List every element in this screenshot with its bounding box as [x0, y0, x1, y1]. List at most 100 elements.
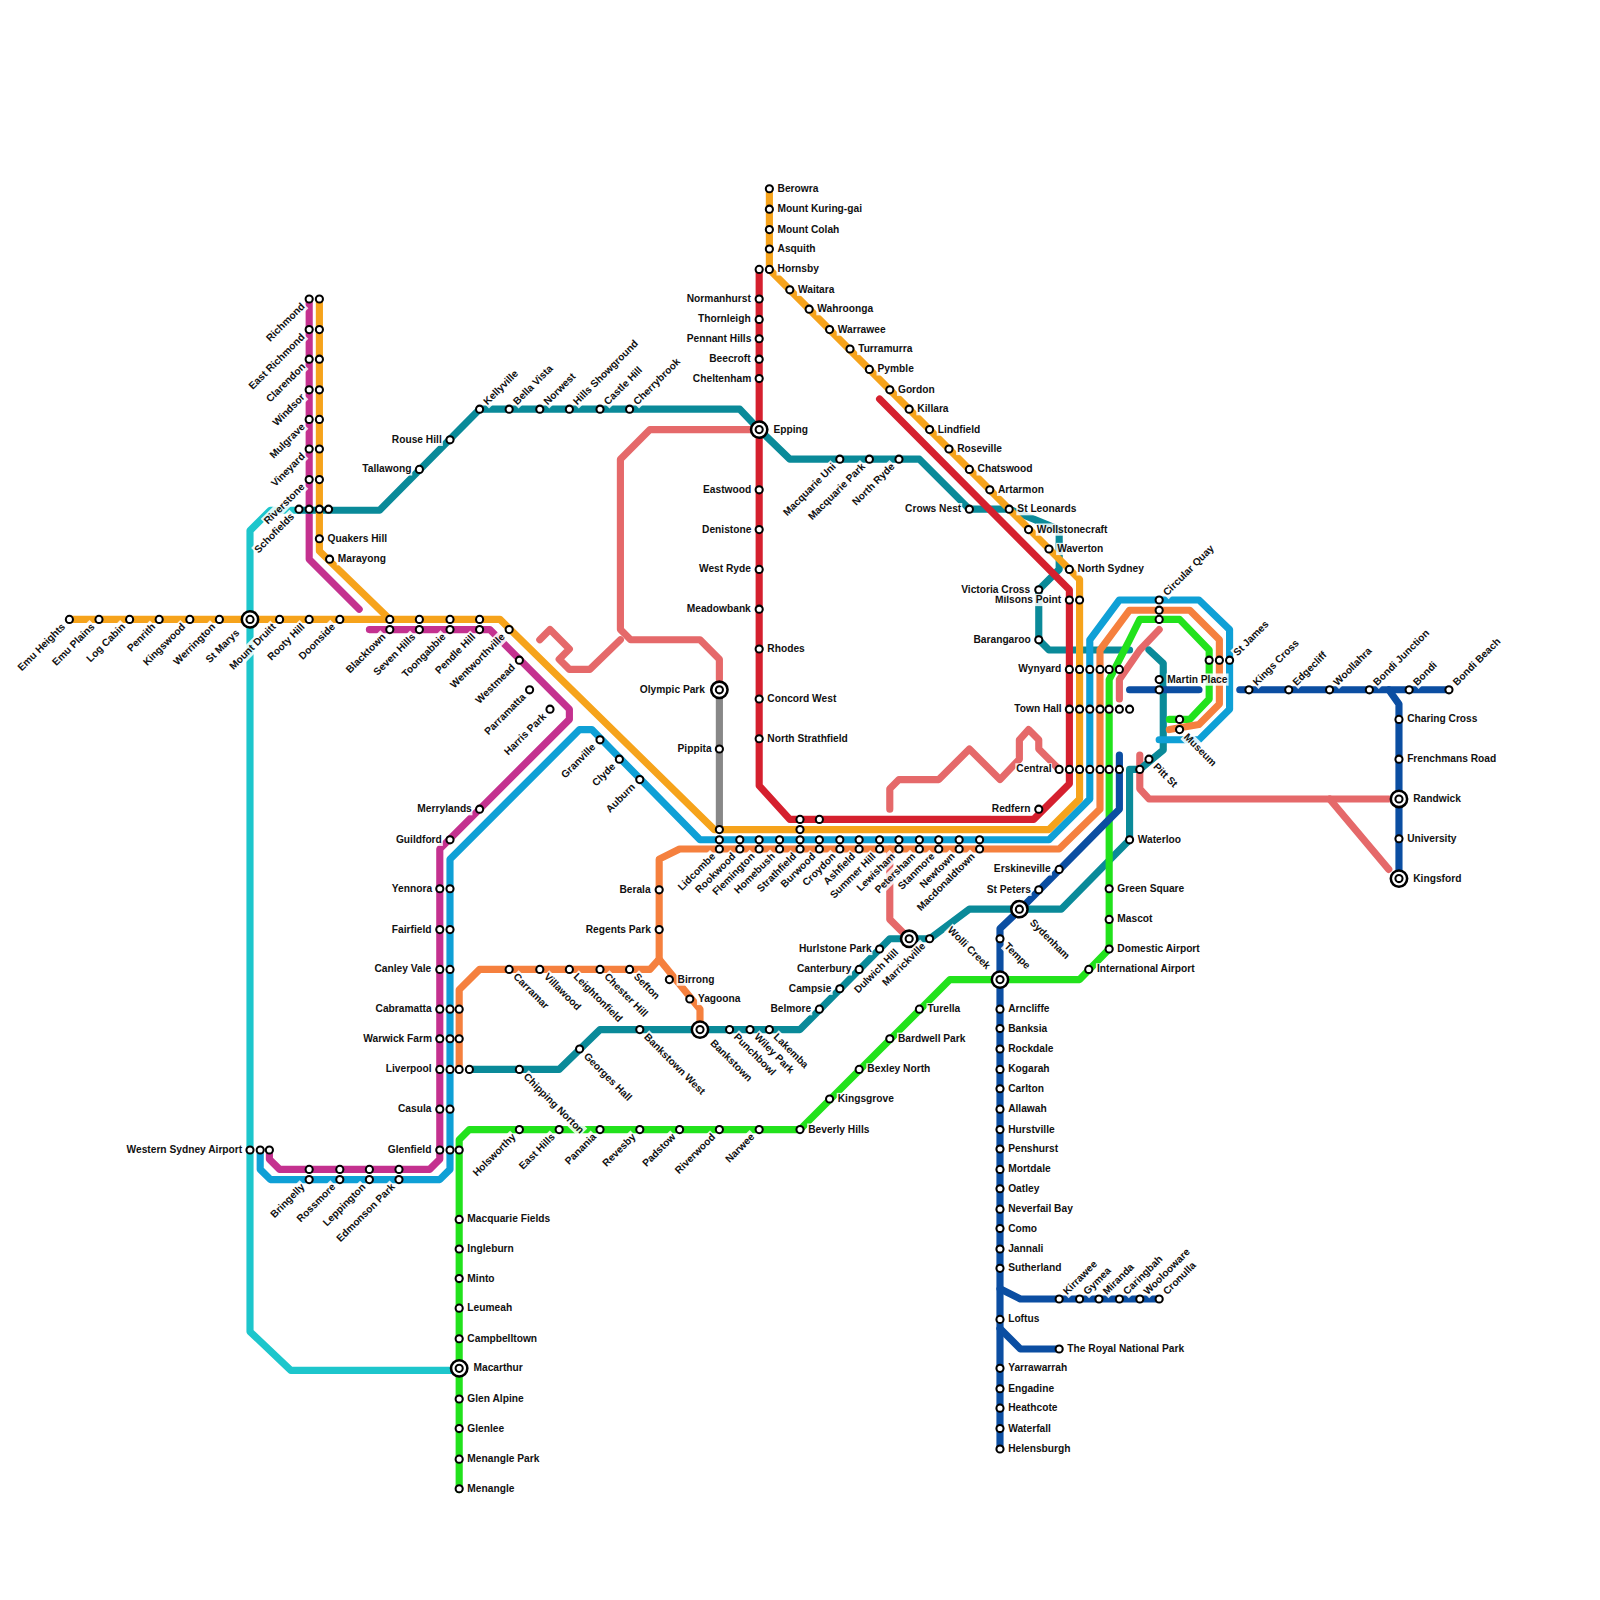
station-label: Thornleigh [697, 313, 752, 325]
station-label: Epping [772, 423, 809, 435]
station-dot [306, 386, 313, 393]
station-label: Roseville [956, 443, 1003, 455]
station-label: Hornsby [777, 263, 820, 275]
station-dot [716, 1126, 723, 1133]
interchange-dot [906, 935, 913, 942]
station-dot [766, 266, 773, 273]
station-dot [1066, 766, 1073, 773]
station-dot [1056, 766, 1063, 773]
station-dot [1096, 766, 1103, 773]
station-dot [1395, 756, 1402, 763]
station-dot [996, 1106, 1003, 1113]
station-label: Normanhurst [686, 293, 752, 305]
station-dot [676, 1126, 683, 1133]
station-dot [996, 1265, 1003, 1272]
station-dot [726, 1026, 733, 1033]
station-label: Quakers Hill [327, 533, 389, 545]
cyan-line [250, 510, 459, 1370]
station-dot [716, 845, 723, 852]
station-dot [1116, 706, 1123, 713]
station-dot [906, 406, 913, 413]
station-dot [436, 926, 443, 933]
station-dot [956, 836, 963, 843]
station-dot [516, 1126, 523, 1133]
station-label: Loftus [1007, 1313, 1040, 1325]
station-label: Chatswood [977, 463, 1034, 475]
station-dot [1156, 596, 1163, 603]
station-dot [996, 1365, 1003, 1372]
station-dot [476, 806, 483, 813]
station-label: Narwee [722, 1130, 758, 1166]
station-dot [966, 506, 973, 513]
station-dot [1245, 686, 1252, 693]
station-label: Pymble [877, 363, 915, 375]
station-dot [636, 1026, 643, 1033]
station-label: Waitara [797, 284, 836, 296]
station-label: Yarrawarrah [1007, 1362, 1068, 1374]
station-dot [436, 885, 443, 892]
interchange-dot [992, 971, 1008, 987]
station-label: Waterfall [1007, 1422, 1052, 1434]
interchange-dot [1011, 901, 1027, 917]
station-label: Banksia [1007, 1022, 1048, 1034]
dark-blue-line [1000, 690, 1449, 1449]
station-dot [756, 645, 763, 652]
station-dot [716, 826, 723, 833]
station-dot [796, 1126, 803, 1133]
interchange-dot [456, 1365, 463, 1372]
station-dot [336, 616, 343, 623]
station-dot [1126, 836, 1133, 843]
station-label: Turramurra [857, 343, 913, 355]
station-label: St Peters [986, 884, 1032, 896]
station-dot [1156, 616, 1163, 623]
interchange-dot [1395, 795, 1402, 802]
station-label: Heathcote [1007, 1402, 1058, 1414]
station-dot [1395, 716, 1402, 723]
station-dot [766, 185, 773, 192]
station-dot [876, 945, 883, 952]
station-label: Canley Vale [373, 963, 432, 975]
station-dot [756, 695, 763, 702]
station-label: Bexley North [866, 1063, 931, 1075]
interchange-dot [751, 421, 767, 437]
station-label: Berowra [777, 183, 820, 195]
station-dot [1096, 706, 1103, 713]
station-dot [796, 826, 803, 833]
station-dot [306, 476, 313, 483]
station-dot [1085, 966, 1092, 973]
station-dot [756, 486, 763, 493]
station-dot [446, 966, 453, 973]
station-dot [456, 1425, 463, 1432]
station-dot [856, 966, 863, 973]
interchange-dot [242, 611, 258, 627]
station-dot [886, 386, 893, 393]
station-label: Leumeah [466, 1302, 513, 1314]
station-dot [1156, 686, 1163, 693]
station-dot [1126, 706, 1133, 713]
station-label: Mount Colah [777, 223, 841, 235]
station-dot [316, 476, 323, 483]
station-dot [596, 966, 603, 973]
station-dot [366, 1176, 373, 1183]
station-label: Wolli Creek [944, 923, 993, 972]
station-label: Mount Kuring-gai [777, 203, 863, 215]
station-label: Bardwell Park [897, 1033, 967, 1045]
station-label: Denistone [701, 523, 752, 535]
station-dot [456, 1395, 463, 1402]
station-label: St James [1230, 618, 1272, 660]
station-label: Kingsgrove [837, 1093, 895, 1105]
station-dot [1086, 706, 1093, 713]
station-dot [756, 356, 763, 363]
station-label: Charing Cross [1406, 713, 1478, 725]
station-dot [996, 1245, 1003, 1252]
station-dot [876, 836, 883, 843]
station-label: Penshurst [1007, 1143, 1059, 1155]
station-dot [926, 426, 933, 433]
station-label: St Leonards [1016, 503, 1077, 515]
magenta-line [269, 299, 569, 1169]
station-dot [636, 1126, 643, 1133]
station-dot [806, 306, 813, 313]
station-dot [416, 626, 423, 633]
station-label: Allawah [1007, 1103, 1048, 1115]
station-dot [856, 1066, 863, 1073]
